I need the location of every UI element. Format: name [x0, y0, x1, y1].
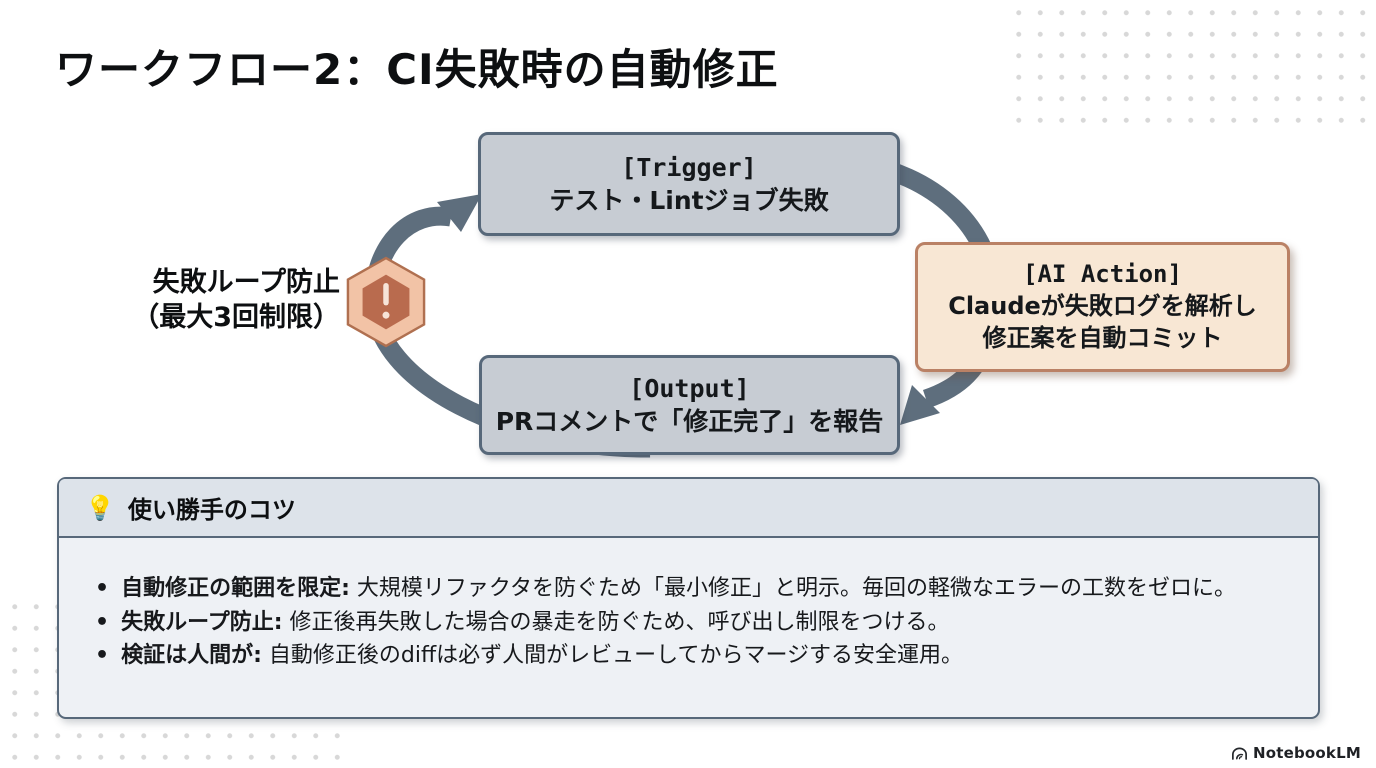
ai-action-tag: [AI Action] [1023, 260, 1182, 289]
tip-item: • 自動修正の範囲を限定: 大規模リファクタを防ぐため「最小修正」と明示。毎回の… [95, 572, 1278, 606]
tip-rest: 自動修正後のdiffは必ず人間がレビューしてからマージする安全運用。 [261, 643, 964, 668]
tip-item: • 検証は人間が: 自動修正後のdiffは必ず人間がレビューしてからマージする安… [95, 639, 1278, 673]
tips-panel-title: 使い勝手のコツ [127, 496, 296, 524]
tip-rest: 大規模リファクタを防ぐため「最小修正」と明示。毎回の軽微なエラーの工数をゼロに。 [349, 576, 1236, 601]
tip-text: 失敗ループ防止: 修正後再失敗した場合の暴走を防ぐため、呼び出し制限をつける。 [121, 606, 949, 640]
lightbulb-icon: 💡 [85, 493, 115, 522]
tip-lead: 自動修正の範囲を限定: [121, 576, 350, 601]
tip-rest: 修正後再失敗した場合の暴走を防ぐため、呼び出し制限をつける。 [282, 609, 950, 635]
hexagon-exclamation-icon [346, 256, 426, 348]
ai-action-line2: 修正案を自動コミット [982, 323, 1223, 352]
tip-text: 検証は人間が: 自動修正後のdiffは必ず人間がレビューしてからマージする安全運… [121, 639, 963, 673]
loop-prevention-label: 失敗ループ防止 （最大3回制限） [100, 266, 340, 335]
trigger-tag: [Trigger] [621, 153, 757, 182]
tip-lead: 失敗ループ防止: [121, 609, 283, 635]
notebooklm-brand: NotebookLM [1231, 744, 1361, 762]
arrowhead-to-output-icon [900, 385, 940, 425]
bullet-marker: • [95, 576, 110, 601]
tips-panel-header: 💡 使い勝手のコツ [59, 479, 1318, 538]
ai-action-line1: Claudeが失敗ログを解析し [948, 292, 1257, 321]
loop-prevention-line1: 失敗ループ防止 [152, 267, 340, 298]
bullet-marker: • [95, 609, 110, 635]
trigger-node: [Trigger] テスト・Lintジョブ失敗 [478, 132, 900, 236]
output-node: [Output] PRコメントで「修正完了」を報告 [479, 355, 900, 455]
tips-panel-body: • 自動修正の範囲を限定: 大規模リファクタを防ぐため「最小修正」と明示。毎回の… [59, 538, 1318, 673]
arrowhead-to-trigger-icon [437, 194, 482, 232]
tip-item: • 失敗ループ防止: 修正後再失敗した場合の暴走を防ぐため、呼び出し制限をつける… [95, 606, 1278, 640]
trigger-text: テスト・Lintジョブ失敗 [549, 186, 829, 215]
tip-text: 自動修正の範囲を限定: 大規模リファクタを防ぐため「最小修正」と明示。毎回の軽微… [121, 572, 1236, 606]
ai-action-node: [AI Action] Claudeが失敗ログを解析し 修正案を自動コミット [915, 242, 1290, 372]
tips-panel: 💡 使い勝手のコツ • 自動修正の範囲を限定: 大規模リファクタを防ぐため「最小… [57, 477, 1320, 719]
dot-grid-top-right [1008, 2, 1370, 130]
tip-lead: 検証は人間が: [121, 643, 262, 668]
brand-text: NotebookLM [1252, 744, 1361, 762]
output-tag: [Output] [629, 374, 750, 403]
output-text: PRコメントで「修正完了」を報告 [495, 407, 884, 436]
bullet-marker: • [95, 643, 110, 668]
loop-prevention-line2: （最大3回制限） [132, 301, 340, 333]
notebooklm-logo-icon [1232, 747, 1247, 760]
page-title: ワークフロー2：CI失敗時の自動修正 [55, 45, 779, 94]
